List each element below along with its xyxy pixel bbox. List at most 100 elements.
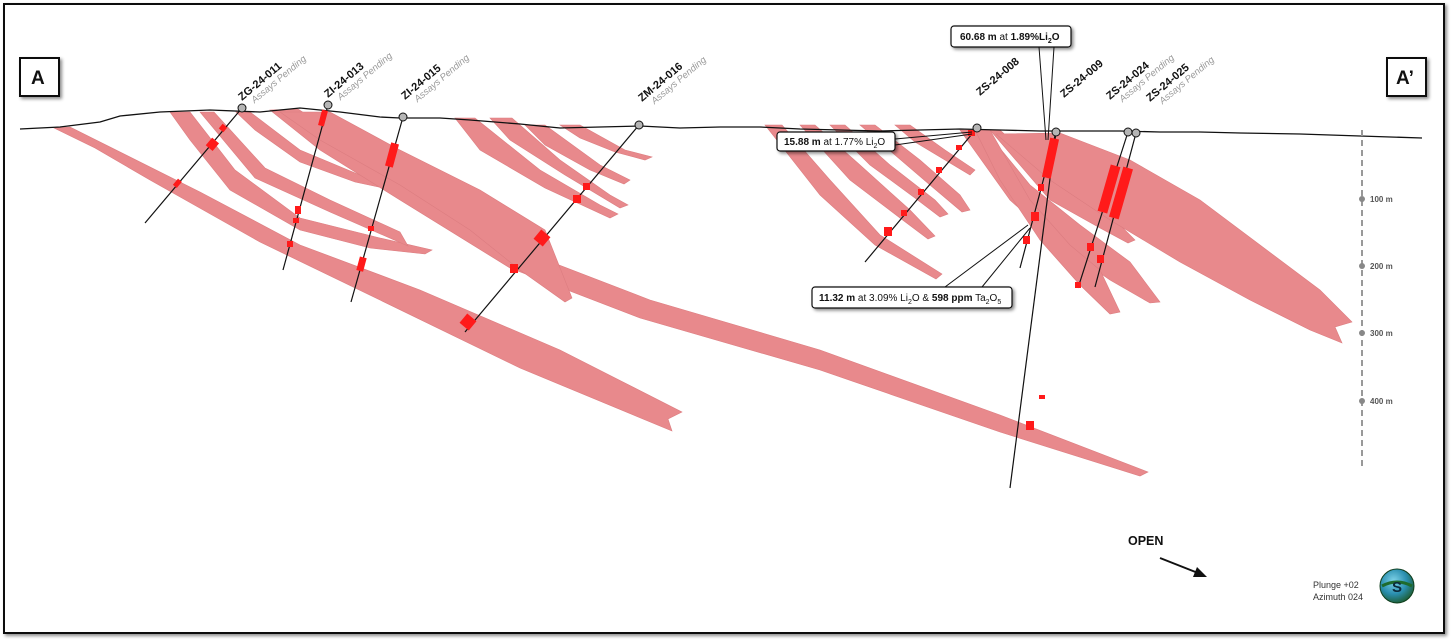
- company-logo-icon: S: [1379, 568, 1415, 604]
- collar-zg-24-011: [237, 103, 247, 113]
- callout-3-mid: at 3.09% Li: [855, 293, 908, 304]
- leader-c2a: [894, 131, 973, 140]
- intercept-zm-e: [459, 313, 477, 331]
- intercept-zi13-d: [287, 241, 293, 247]
- callout-leaders: [894, 46, 1055, 288]
- intercept-zg-b: [218, 123, 228, 133]
- intercept-zs9-a: [1041, 137, 1060, 179]
- callout-3-sub2b: O: [990, 293, 998, 304]
- intercept-zg-c: [172, 178, 182, 188]
- view-info: Plunge +02 Azimuth 024: [1313, 580, 1363, 602]
- dyke-mid-d: [524, 124, 631, 185]
- dyke-west-b: [199, 111, 409, 247]
- open-arrow-shaft: [1159, 557, 1199, 574]
- scale-label-100: 100 m: [1370, 195, 1393, 204]
- dyke-mid-a: [279, 111, 573, 303]
- intercept-zm-d: [510, 264, 518, 273]
- callout-3-sub1: 2: [908, 299, 912, 306]
- callout-2-sub: 2: [874, 143, 878, 150]
- open-indicator: OPEN: [1128, 534, 1207, 577]
- callout-1-value: 60.68 m: [960, 32, 997, 43]
- callout-1-mid: at: [997, 32, 1011, 43]
- callout-3-sp2: Ta: [972, 293, 986, 304]
- intercept-zs25-b: [1097, 255, 1104, 263]
- callout-3-sub2: 2: [986, 299, 990, 306]
- collar-zs-24-008: [972, 123, 982, 133]
- collar-zm-24-016: [634, 120, 644, 130]
- callout-3-grade2: 598 ppm: [932, 293, 973, 304]
- svg-text:15.88 m at 1.77% Li2O: 15.88 m at 1.77% Li2O: [784, 137, 885, 150]
- intercept-zg-a: [205, 137, 220, 152]
- intercept-zs8-a: [968, 130, 975, 136]
- intercept-zm-c: [533, 229, 551, 247]
- svg-text:11.32 m at 3.09% Li2O & 598 pp: 11.32 m at 3.09% Li2O & 598 ppm Ta2O5: [819, 293, 1001, 306]
- dyke-lower-west: [52, 126, 683, 432]
- plunge-text: Plunge +02: [1313, 580, 1359, 590]
- collar-zi-24-013: [323, 100, 333, 110]
- scale-tick-100: [1359, 196, 1365, 202]
- intercept-zi13-a: [318, 109, 328, 127]
- intercept-zs8-e: [901, 210, 907, 216]
- intercept-zs8-b: [956, 145, 962, 150]
- leader-c3b: [981, 227, 1031, 288]
- dyke-mid-e: [558, 124, 653, 161]
- leader-c3a: [944, 224, 1029, 288]
- callout-2-tail: O: [877, 137, 885, 148]
- intercept-zs9-c: [1031, 212, 1039, 221]
- intercept-zi13-b: [295, 206, 301, 214]
- svg-text:60.68 m at 1.89%Li2O: 60.68 m at 1.89%Li2O: [960, 32, 1060, 45]
- intercept-zi13-c: [293, 218, 299, 223]
- callout-1-species: Li: [1039, 32, 1048, 43]
- callout-3-sub3: 5: [997, 299, 1001, 306]
- leader-c1a: [1038, 46, 1047, 141]
- leader-c2b: [894, 133, 973, 146]
- azimuth-text: Azimuth 024: [1313, 592, 1363, 602]
- dyke-main-thick: [995, 132, 1353, 344]
- callout-2-mid: at 1.77% Li: [821, 137, 874, 148]
- open-arrow-icon: [1193, 567, 1207, 577]
- collar-zs-24-009: [1051, 127, 1061, 137]
- intercept-zs9-f: [1026, 421, 1034, 430]
- collars: [237, 100, 1141, 138]
- hole-trace-zs-24-009: [1009, 131, 1057, 489]
- intercept-zs25-a: [1109, 166, 1133, 220]
- scale-label-300: 300 m: [1370, 329, 1393, 338]
- callout-1-grade: 1.89%: [1011, 32, 1039, 43]
- hole-trace-zm-24-016: [464, 124, 640, 333]
- intercepts: [172, 109, 1133, 430]
- intercept-zs9-e: [1039, 395, 1045, 399]
- scale-label-200: 200 m: [1370, 262, 1393, 271]
- intercept-zs8-f: [884, 227, 892, 236]
- scale-tick-200: [1359, 263, 1365, 269]
- intercept-zi15-c: [356, 256, 367, 272]
- section-label-left-text: A: [31, 68, 45, 89]
- callout-3-value: 11.32 m: [819, 293, 855, 304]
- intercept-zs24-c: [1075, 282, 1081, 288]
- dyke-mid-b: [454, 117, 619, 219]
- intercept-zs8-d: [918, 189, 924, 195]
- intercept-zi15-b: [368, 226, 374, 231]
- scale-label-400: 400 m: [1370, 397, 1393, 406]
- intercept-zs8-c: [936, 167, 942, 173]
- callout-3-mid2: O &: [912, 293, 932, 304]
- collar-zs-24-024: [1123, 127, 1133, 137]
- depth-scale: 100 m 200 m 300 m 400 m: [1359, 130, 1393, 470]
- dyke-east-g: [974, 129, 1121, 315]
- collar-zi-24-015: [398, 112, 408, 122]
- scale-tick-400: [1359, 398, 1365, 404]
- section-label-right-text: A’: [1396, 68, 1414, 89]
- intercept-zs9-b: [1038, 184, 1044, 191]
- callout-1-sub: 2: [1048, 38, 1052, 45]
- dyke-west-a: [169, 111, 433, 255]
- intercept-zi15-a: [385, 142, 399, 168]
- leader-c1b: [1047, 46, 1055, 141]
- callout-11m: 11.32 m at 3.09% Li2O & 598 ppm Ta2O5: [811, 286, 1013, 309]
- scale-tick-300: [1359, 330, 1365, 336]
- open-label: OPEN: [1128, 534, 1163, 548]
- callout-2-value: 15.88 m: [784, 137, 821, 148]
- intercept-zm-a: [583, 183, 590, 190]
- dyke-mid-c: [489, 117, 629, 209]
- callout-15m: 15.88 m at 1.77% Li2O: [776, 131, 896, 152]
